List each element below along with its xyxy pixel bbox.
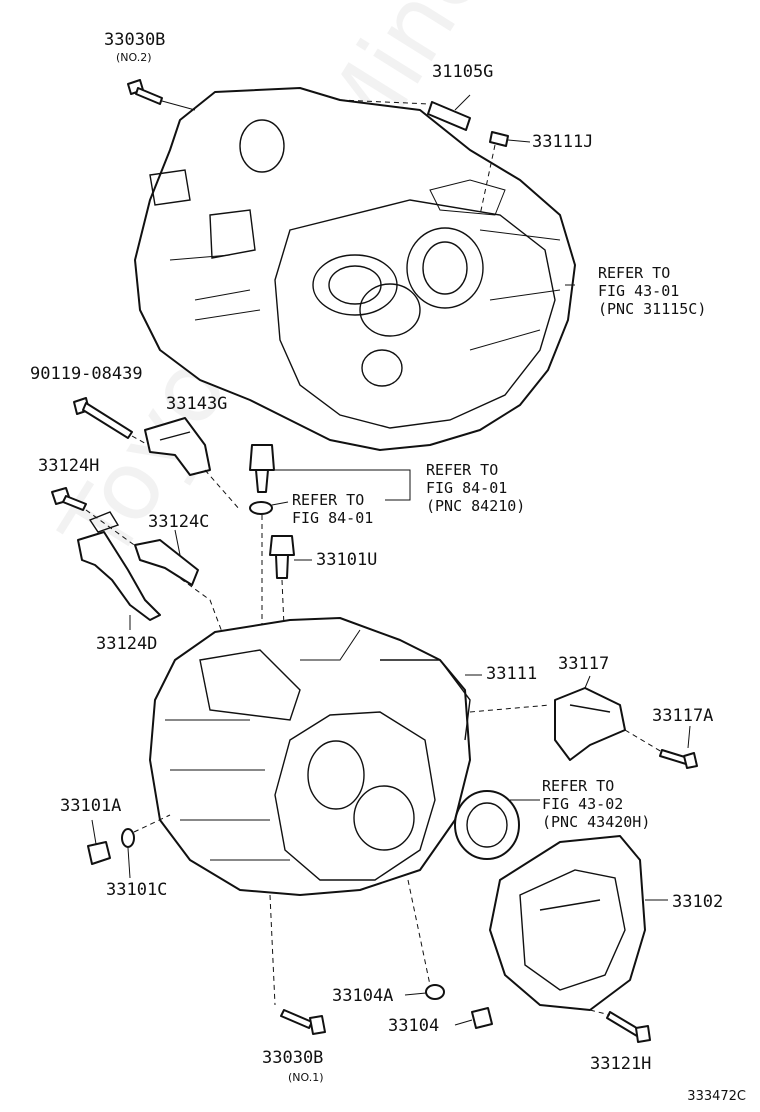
refer-84-01a-line1: REFER TO: [426, 461, 499, 479]
transmission-case-33111[interactable]: [149, 617, 482, 896]
label-90119-08439: 90119-08439: [30, 364, 143, 384]
transaxle-housing-upper[interactable]: [134, 87, 576, 451]
seal-ring-43420H[interactable]: [454, 790, 540, 860]
refer-43-02-line1: REFER TO: [542, 777, 615, 795]
bracket-33117[interactable]: [469, 675, 626, 761]
label-33101C: 33101C: [106, 880, 168, 900]
refer-43-02-line2: FIG 43-02: [542, 795, 624, 813]
refer-84-01b-line2: FIG 84-01: [292, 509, 374, 527]
refer-43-01-line2: FIG 43-01: [598, 282, 680, 300]
label-33104: 33104: [388, 1016, 440, 1036]
label-33124C: 33124C: [148, 512, 210, 532]
label-33101A: 33101A: [60, 796, 122, 816]
label-33117A: 33117A: [652, 706, 714, 726]
label-33143G: 33143G: [166, 394, 228, 414]
label-33124H: 33124H: [38, 456, 100, 476]
sensor-refer-84210[interactable]: [249, 444, 411, 640]
label-33102: 33102: [672, 892, 724, 912]
figure-number: 333472C: [687, 1089, 746, 1104]
label-33111J: 33111J: [532, 132, 594, 152]
bracket-33143G[interactable]: [144, 417, 241, 511]
bolt-33117A[interactable]: [624, 725, 698, 769]
case-cover-33102[interactable]: [489, 835, 668, 1011]
switch-33101U[interactable]: [269, 535, 312, 651]
bolt-33124H[interactable]: [51, 487, 87, 511]
stud-31105G[interactable]: [339, 94, 471, 131]
label-33117: 33117: [558, 654, 610, 674]
bolt-33121H[interactable]: [589, 1009, 651, 1043]
refer-43-01-line3: (PNC 31115C): [598, 300, 707, 318]
bolt-33030B-no1[interactable]: [269, 894, 326, 1035]
refer-84-01b-line1: REFER TO: [292, 491, 365, 509]
refer-43-02-line3: (PNC 43420H): [542, 813, 651, 831]
lever-33124D[interactable]: [77, 509, 226, 641]
refer-84-01a-line2: FIG 84-01: [426, 479, 508, 497]
gasket-33104A[interactable]: [404, 879, 445, 1000]
refer-43-01-line1: REFER TO: [598, 264, 671, 282]
refer-84-01a-line3: (PNC 84210): [426, 497, 526, 515]
lever-33124C[interactable]: [134, 529, 199, 586]
label-33111: 33111: [486, 664, 538, 684]
label-33030B-bottom-note: (NO.1): [288, 1071, 324, 1084]
label-33124D: 33124D: [96, 634, 158, 654]
label-33104A: 33104A: [332, 986, 394, 1006]
gasket-33101C[interactable]: [121, 814, 171, 879]
pin-33111J[interactable]: [479, 131, 531, 216]
bolt-90119-08439[interactable]: [73, 397, 151, 447]
bolt-33030B-no2[interactable]: [127, 79, 196, 111]
label-31105G: 31105G: [432, 62, 494, 82]
label-33030B-bottom: 33030B: [262, 1048, 324, 1068]
label-33101U: 33101U: [316, 550, 378, 570]
plug-33104[interactable]: [454, 1007, 493, 1029]
label-33121H: 33121H: [590, 1054, 652, 1074]
label-33030B-top-note: (NO.2): [116, 51, 152, 64]
label-33030B-top: 33030B: [104, 30, 166, 50]
plug-33101A[interactable]: [87, 819, 111, 865]
